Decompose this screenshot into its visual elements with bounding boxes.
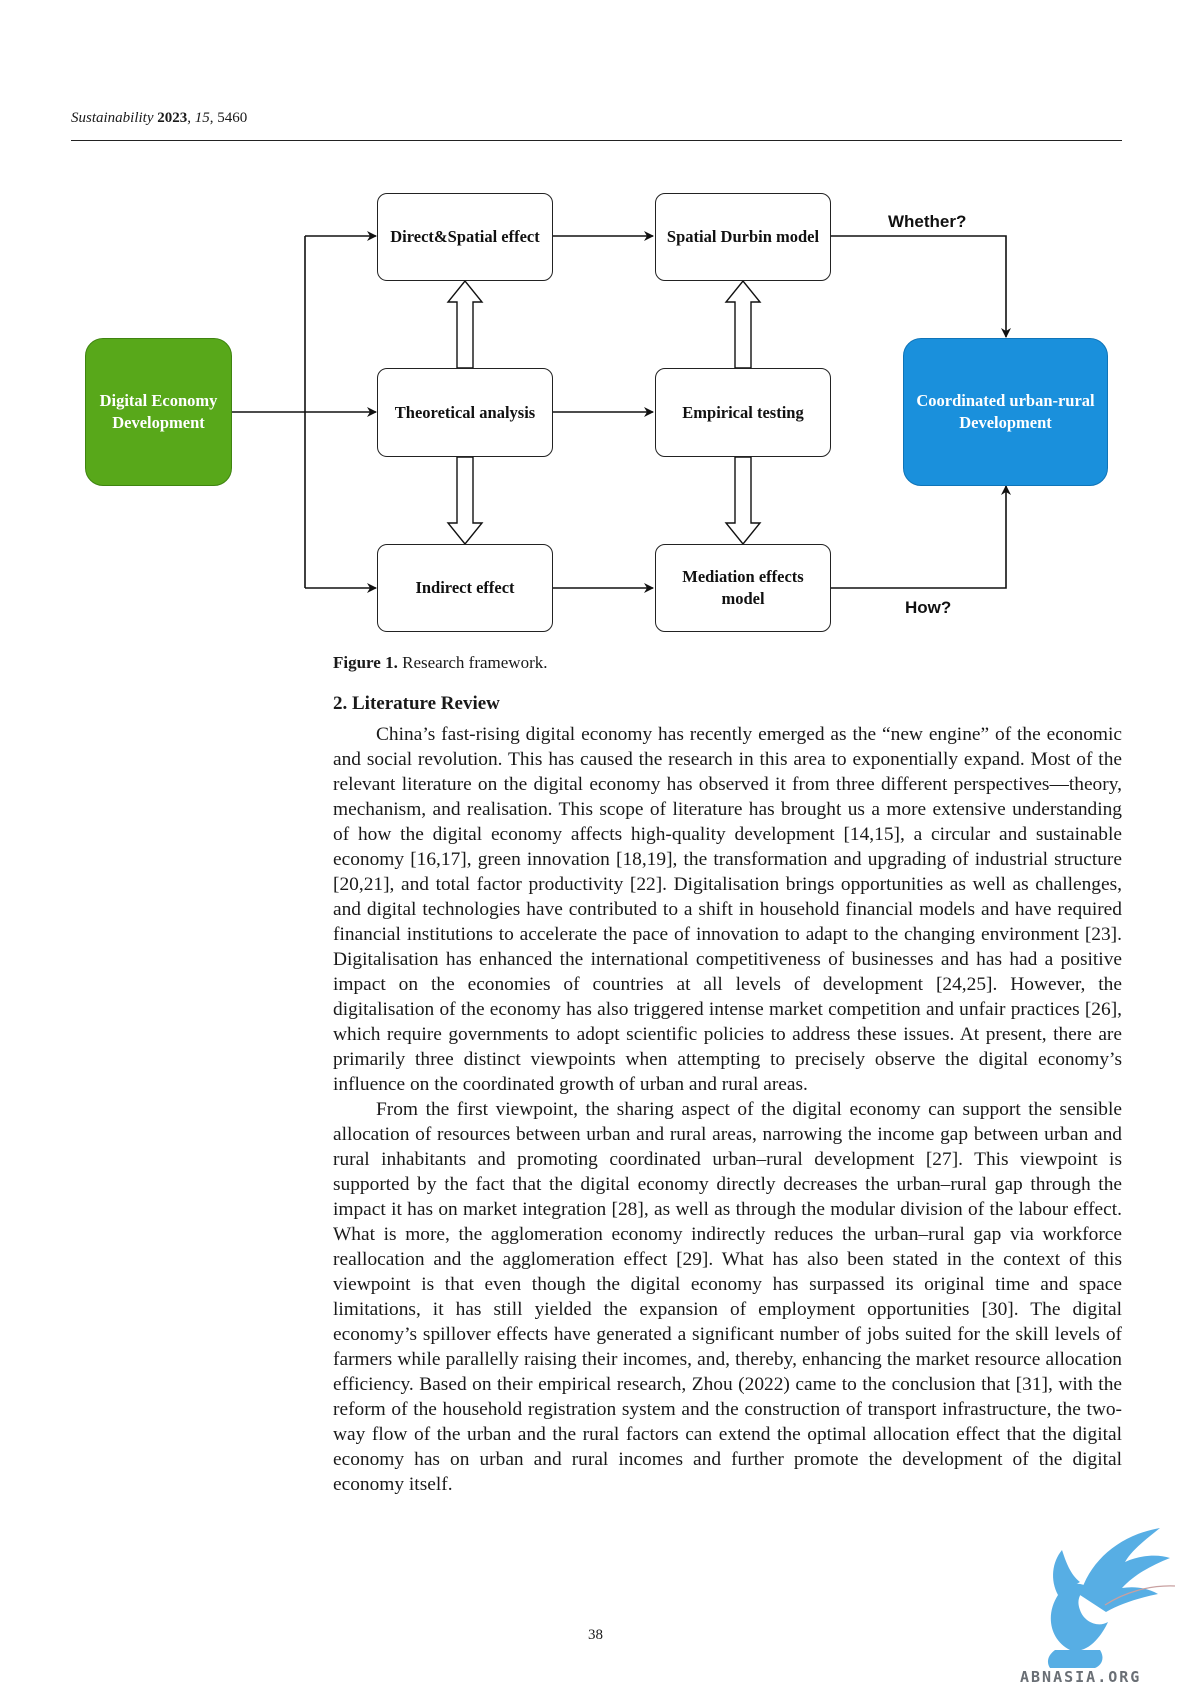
box-label: Digital Economy Development bbox=[99, 391, 218, 432]
box-label: Theoretical analysis bbox=[394, 402, 536, 422]
box-coordinated-urban-rural-development: Coordinated urban-rural Development bbox=[903, 338, 1108, 486]
box-label: Mediation effects model bbox=[682, 567, 804, 608]
section-number: 2. bbox=[333, 693, 348, 714]
label-whether: Whether? bbox=[888, 212, 967, 231]
article-number: 5460 bbox=[217, 110, 248, 126]
box-label: Empirical testing bbox=[682, 402, 804, 422]
winged-lion-logo-icon bbox=[1047, 1528, 1176, 1668]
box-label: Direct&Spatial effect bbox=[390, 227, 540, 246]
arrow-durbin-to-target bbox=[831, 235, 1011, 338]
research-framework-figure: Digital Economy Development Direct&Spati… bbox=[0, 180, 1191, 650]
hollow-arrow-theory-to-direct bbox=[446, 279, 484, 369]
figure-caption: Figure 1. Research framework. bbox=[333, 653, 547, 673]
journal-year: 2023 bbox=[157, 110, 188, 126]
box-spatial-durbin-model: Spatial Durbin model bbox=[655, 193, 831, 281]
journal-volume: 15 bbox=[194, 110, 210, 126]
hollow-arrow-theory-to-indirect bbox=[446, 456, 484, 546]
box-label: Indirect effect bbox=[415, 578, 515, 597]
section-heading: 2. Literature Review bbox=[333, 693, 500, 715]
page-number: 38 bbox=[588, 1627, 603, 1643]
box-theoretical-analysis: Theoretical analysis bbox=[377, 368, 553, 457]
figure-connectors bbox=[231, 231, 1011, 593]
hollow-arrow-empirical-to-mediation bbox=[724, 456, 762, 546]
box-label: Spatial Durbin model bbox=[666, 227, 820, 246]
label-how: How? bbox=[905, 598, 952, 617]
paragraph: From the first viewpoint, the sharing as… bbox=[333, 1099, 1122, 1495]
header-rule bbox=[71, 140, 1122, 141]
body-text: China’s fast-rising digital economy has … bbox=[333, 722, 1122, 1497]
hollow-arrow-empirical-to-durbin bbox=[724, 279, 762, 369]
watermark-text: ABNASIA.ORG bbox=[1020, 1668, 1142, 1686]
caption-text: Research framework. bbox=[402, 653, 548, 672]
running-head: Sustainability 2023, 15, 5460 bbox=[71, 110, 248, 126]
box-empirical-testing: Empirical testing bbox=[655, 368, 831, 457]
paragraph: China’s fast-rising digital economy has … bbox=[333, 724, 1122, 1095]
arrow-mediation-to-target bbox=[831, 485, 1011, 589]
section-title: Literature Review bbox=[352, 693, 500, 714]
box-direct-spatial-effect: Direct&Spatial effect bbox=[377, 193, 553, 281]
box-indirect-effect: Indirect effect bbox=[377, 544, 553, 632]
caption-label: Figure 1. bbox=[333, 653, 398, 672]
box-mediation-effects-model: Mediation effects model bbox=[655, 544, 831, 632]
box-label: Coordinated urban-rural Development bbox=[916, 391, 1095, 432]
journal-name: Sustainability bbox=[71, 110, 154, 126]
box-digital-economy-development: Digital Economy Development bbox=[85, 338, 232, 486]
